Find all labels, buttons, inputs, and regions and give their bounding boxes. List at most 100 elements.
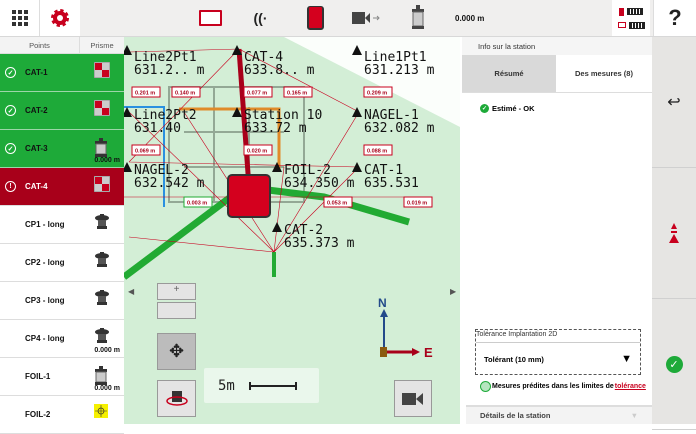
map-point-name: CAT-1 xyxy=(364,163,403,178)
map-point-name: NAGEL-1 xyxy=(364,108,419,123)
point-name: CP4 - long xyxy=(25,334,65,343)
tolerance-label: Tolérance Implantation 2D xyxy=(476,331,558,338)
map-point-elev: 635.531 xyxy=(364,176,419,191)
station-details-label: Détails de la station xyxy=(480,411,551,420)
mini-prism-icon xyxy=(94,290,110,306)
map-point-name: Line2Pt2 xyxy=(134,108,197,123)
chevron-down-icon: ▼ xyxy=(630,411,638,420)
mini-prism-icon xyxy=(94,328,110,344)
residual-label: 0.140 m xyxy=(171,86,201,98)
residual-label: 0.209 m xyxy=(363,86,393,98)
stakeout-button[interactable] xyxy=(652,168,696,299)
map-point-name: Line1Pt1 xyxy=(364,50,427,65)
video-camera-icon xyxy=(402,392,423,405)
station-details-toggle[interactable]: Détails de la station ▼ xyxy=(466,405,652,424)
list-item[interactable]: CP1 - long xyxy=(0,206,124,244)
panel-title: Info sur la station xyxy=(462,37,652,55)
target-plate-icon xyxy=(93,175,111,193)
tab-measures[interactable]: Des mesures (8) xyxy=(575,69,633,78)
point-name: CAT-1 xyxy=(25,68,48,77)
rotate-view-button[interactable] xyxy=(157,380,196,417)
360-prism-icon xyxy=(94,138,110,157)
list-item[interactable]: CP2 - long xyxy=(0,244,124,282)
360-prism-icon xyxy=(94,366,110,385)
toolbar: ((· 0.000 m ? xyxy=(0,0,696,37)
undo-button[interactable]: ↩ xyxy=(652,37,696,168)
tab-summary[interactable]: Résumé xyxy=(462,55,556,92)
list-item[interactable]: ✓ CAT-1 xyxy=(0,54,124,92)
camera-lock-button[interactable] xyxy=(350,0,384,36)
zoom-out-button[interactable] xyxy=(157,302,196,319)
connection-button[interactable]: ((· xyxy=(248,0,273,36)
list-item[interactable]: FOIL-2 xyxy=(0,396,124,434)
map-point-name: FOIL-2 xyxy=(284,163,331,178)
point-name: CAT-4 xyxy=(25,182,48,191)
mini-prism-icon xyxy=(94,252,110,268)
check-circle-icon: ✓ xyxy=(5,67,16,78)
map-point-elev: 635.373 m xyxy=(284,236,355,251)
help-button[interactable]: ? xyxy=(653,0,696,36)
prism-icon xyxy=(412,5,424,29)
battery-icon xyxy=(628,21,645,29)
station-info-panel: Info sur la station Résumé Des mesures (… xyxy=(462,37,652,424)
instrument-battery-icon xyxy=(619,7,624,16)
instrument-button[interactable] xyxy=(300,0,330,36)
zoom-in-button[interactable]: + xyxy=(157,283,196,300)
prism-button[interactable] xyxy=(408,0,428,36)
target-plate-icon xyxy=(93,99,111,117)
scale-bar: 5m xyxy=(204,368,319,403)
tolerance-indicator-icon xyxy=(480,381,491,392)
scale-line xyxy=(248,381,297,390)
residual-value: 0.140 m xyxy=(175,91,195,97)
point-name: CAT-2 xyxy=(25,106,48,115)
pan-button[interactable]: ✥ xyxy=(157,333,196,370)
residual-value: 0.088 m xyxy=(367,149,387,155)
column-points[interactable]: Points xyxy=(0,37,80,53)
point-name: CP3 - long xyxy=(25,296,65,305)
target-plate-icon xyxy=(93,61,111,79)
map-point-elev: 631.2.. m xyxy=(134,63,205,78)
undo-icon: ↩ xyxy=(667,94,681,111)
residual-value: 0.053 m xyxy=(327,201,347,207)
settings-button[interactable] xyxy=(40,0,80,36)
map-point-elev: 631.213 m xyxy=(364,63,435,78)
residual-value: 0.020 m xyxy=(247,149,267,155)
point-name: FOIL-2 xyxy=(25,410,51,419)
tolerance-select[interactable]: Tolérant (10 mm)▼ xyxy=(476,342,640,375)
list-item[interactable]: !CAT-4 xyxy=(0,168,124,206)
map-point-elev: 631.40 xyxy=(134,121,181,136)
camera-button[interactable] xyxy=(394,380,432,417)
collapse-left-arrow[interactable]: ◀ xyxy=(128,287,135,296)
screen-button[interactable] xyxy=(195,0,225,36)
apps-grid-button[interactable] xyxy=(0,0,40,36)
action-column: ↩ ✓ xyxy=(652,37,696,430)
residual-label: 0.020 m xyxy=(243,144,273,156)
residual-label: 0.201 m xyxy=(131,86,161,98)
residual-value: 0.201 m xyxy=(135,91,155,97)
point-name: CP2 - long xyxy=(25,258,65,267)
residual-label: 0.053 m xyxy=(323,196,353,208)
tolerance-note-text: Mesures prédites dans les limites de xyxy=(492,383,614,390)
move-arrows-icon: ✥ xyxy=(168,341,185,361)
map-point-elev: 634.350 m xyxy=(284,176,355,191)
residual-label: 0.165 m xyxy=(283,86,313,98)
point-name: CAT-3 xyxy=(25,144,48,153)
expand-right-arrow[interactable]: ▶ xyxy=(450,287,457,296)
station-icon xyxy=(227,174,271,218)
residual-value: 0.069 m xyxy=(135,149,155,155)
tolerance-group: Tolérance Implantation 2D Tolérant (10 m… xyxy=(475,329,641,375)
confirm-button[interactable]: ✓ xyxy=(652,299,696,430)
point-name: CP1 - long xyxy=(25,220,65,229)
map-point-elev: 632.542 m xyxy=(134,176,205,191)
list-item[interactable]: ✓CAT-2 xyxy=(0,92,124,130)
column-prism[interactable]: Prisme xyxy=(90,40,114,50)
mini-prism-icon xyxy=(94,214,110,230)
tolerance-link[interactable]: tolérance xyxy=(614,383,646,390)
list-item[interactable]: CP3 - long xyxy=(0,282,124,320)
check-circle-icon: ✓ xyxy=(5,143,16,154)
